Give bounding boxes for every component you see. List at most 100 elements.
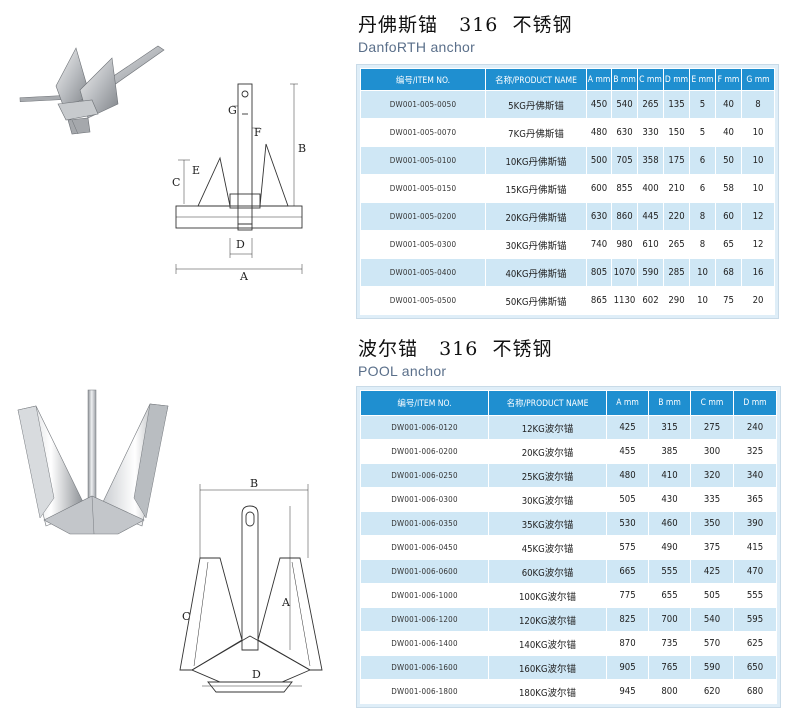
- dimension-cell: 415: [733, 535, 777, 560]
- product-name-cell: 160KG波尔锚: [488, 655, 607, 680]
- item-number-cell: DW001-005-0300: [360, 230, 486, 259]
- item-number-cell: DW001-005-0150: [360, 174, 486, 203]
- dimension-cell: 1070: [611, 258, 638, 287]
- dimension-cell: 60: [715, 202, 742, 231]
- dimension-cell: 275: [690, 415, 734, 440]
- dimension-cell: 65: [715, 230, 742, 259]
- item-number-cell: DW001-006-0120: [360, 415, 489, 440]
- dimension-cell: 450: [586, 90, 612, 119]
- dimension-cell: 825: [606, 607, 649, 632]
- dimension-cell: 315: [648, 415, 691, 440]
- dimension-cell: 735: [648, 631, 691, 656]
- item-number-cell: DW001-005-0200: [360, 202, 486, 231]
- dim-label-a: A: [239, 270, 249, 283]
- dimension-cell: 980: [611, 230, 638, 259]
- item-number-cell: DW001-006-1000: [360, 583, 489, 608]
- product-name-cell: 50KG丹佛斯锚: [485, 286, 587, 315]
- dimension-cell: 400: [637, 174, 664, 203]
- dimension-cell: 540: [611, 90, 638, 119]
- dimension-cell: 530: [606, 511, 649, 536]
- dimension-cell: 290: [663, 286, 690, 315]
- column-header: 名称/PRODUCT NAME: [488, 390, 607, 416]
- dimension-cell: 700: [648, 607, 691, 632]
- item-number-cell: DW001-006-1200: [360, 607, 489, 632]
- column-header: 编号/ITEM NO.: [360, 68, 486, 91]
- column-header: A mm: [606, 390, 649, 416]
- pool-section: B A C D 波尔锚 316 不锈钢 POOL anchor 编号/ITEM …: [0, 330, 800, 724]
- dimension-cell: 6: [689, 146, 716, 175]
- dimension-cell: 470: [733, 559, 777, 584]
- dimension-cell: 575: [606, 535, 649, 560]
- item-number-cell: DW001-006-0450: [360, 535, 489, 560]
- dim-label-d: D: [236, 238, 245, 251]
- product-name-cell: 30KG丹佛斯锚: [485, 230, 587, 259]
- dimension-cell: 505: [690, 583, 734, 608]
- product-name-cell: 25KG波尔锚: [488, 463, 607, 488]
- dimension-cell: 5: [689, 90, 716, 119]
- item-number-cell: DW001-006-1400: [360, 631, 489, 656]
- dimension-cell: 905: [606, 655, 649, 680]
- dimension-cell: 40: [715, 90, 742, 119]
- item-number-cell: DW001-005-0500: [360, 286, 486, 315]
- pool-heading: 波尔锚 316 不锈钢 POOL anchor: [358, 334, 552, 379]
- dimension-cell: 135: [663, 90, 690, 119]
- item-number-cell: DW001-006-0200: [360, 439, 489, 464]
- product-name-cell: 20KG波尔锚: [488, 439, 607, 464]
- dimension-cell: 680: [733, 679, 777, 704]
- dimension-cell: 540: [690, 607, 734, 632]
- dimension-cell: 285: [663, 258, 690, 287]
- product-name-cell: 140KG波尔锚: [488, 631, 607, 656]
- product-name-cell: 15KG丹佛斯锚: [485, 174, 587, 203]
- dimension-cell: 480: [586, 118, 612, 147]
- danforth-anchor-photo: [18, 38, 168, 138]
- dimension-cell: 410: [648, 463, 691, 488]
- dimension-cell: 265: [663, 230, 690, 259]
- dimension-cell: 610: [637, 230, 664, 259]
- dim-label-b: B: [298, 142, 306, 155]
- dimension-cell: 945: [606, 679, 649, 704]
- dimension-cell: 490: [648, 535, 691, 560]
- column-header: C mm: [690, 390, 734, 416]
- dimension-cell: 595: [733, 607, 777, 632]
- dimension-cell: 375: [690, 535, 734, 560]
- pool-title-en: POOL anchor: [358, 363, 447, 379]
- dimension-cell: 385: [648, 439, 691, 464]
- danforth-dimension-diagram: B A C E D G F: [170, 74, 330, 286]
- dimension-cell: 630: [611, 118, 638, 147]
- dimension-cell: 505: [606, 487, 649, 512]
- dimension-cell: 335: [690, 487, 734, 512]
- danforth-title-en: DanfoRTH anchor: [358, 39, 476, 55]
- dimension-cell: 10: [741, 146, 775, 175]
- pool-anchor-photo: [14, 386, 174, 540]
- dimension-cell: 175: [663, 146, 690, 175]
- dimension-cell: 705: [611, 146, 638, 175]
- dimension-cell: 350: [690, 511, 734, 536]
- pool-title-cn: 波尔锚 316 不锈钢: [358, 338, 553, 360]
- pool-dim-label-a: A: [281, 596, 291, 609]
- column-header: B mm: [648, 390, 691, 416]
- dim-label-c: C: [172, 176, 180, 189]
- dimension-cell: 765: [648, 655, 691, 680]
- dimension-cell: 620: [690, 679, 734, 704]
- dimension-cell: 75: [715, 286, 742, 315]
- dimension-cell: 40: [715, 118, 742, 147]
- dimension-cell: 430: [648, 487, 691, 512]
- dimension-cell: 10: [741, 118, 775, 147]
- dimension-cell: 220: [663, 202, 690, 231]
- dimension-cell: 865: [586, 286, 612, 315]
- dimension-cell: 150: [663, 118, 690, 147]
- pool-dim-label-c: C: [182, 610, 190, 623]
